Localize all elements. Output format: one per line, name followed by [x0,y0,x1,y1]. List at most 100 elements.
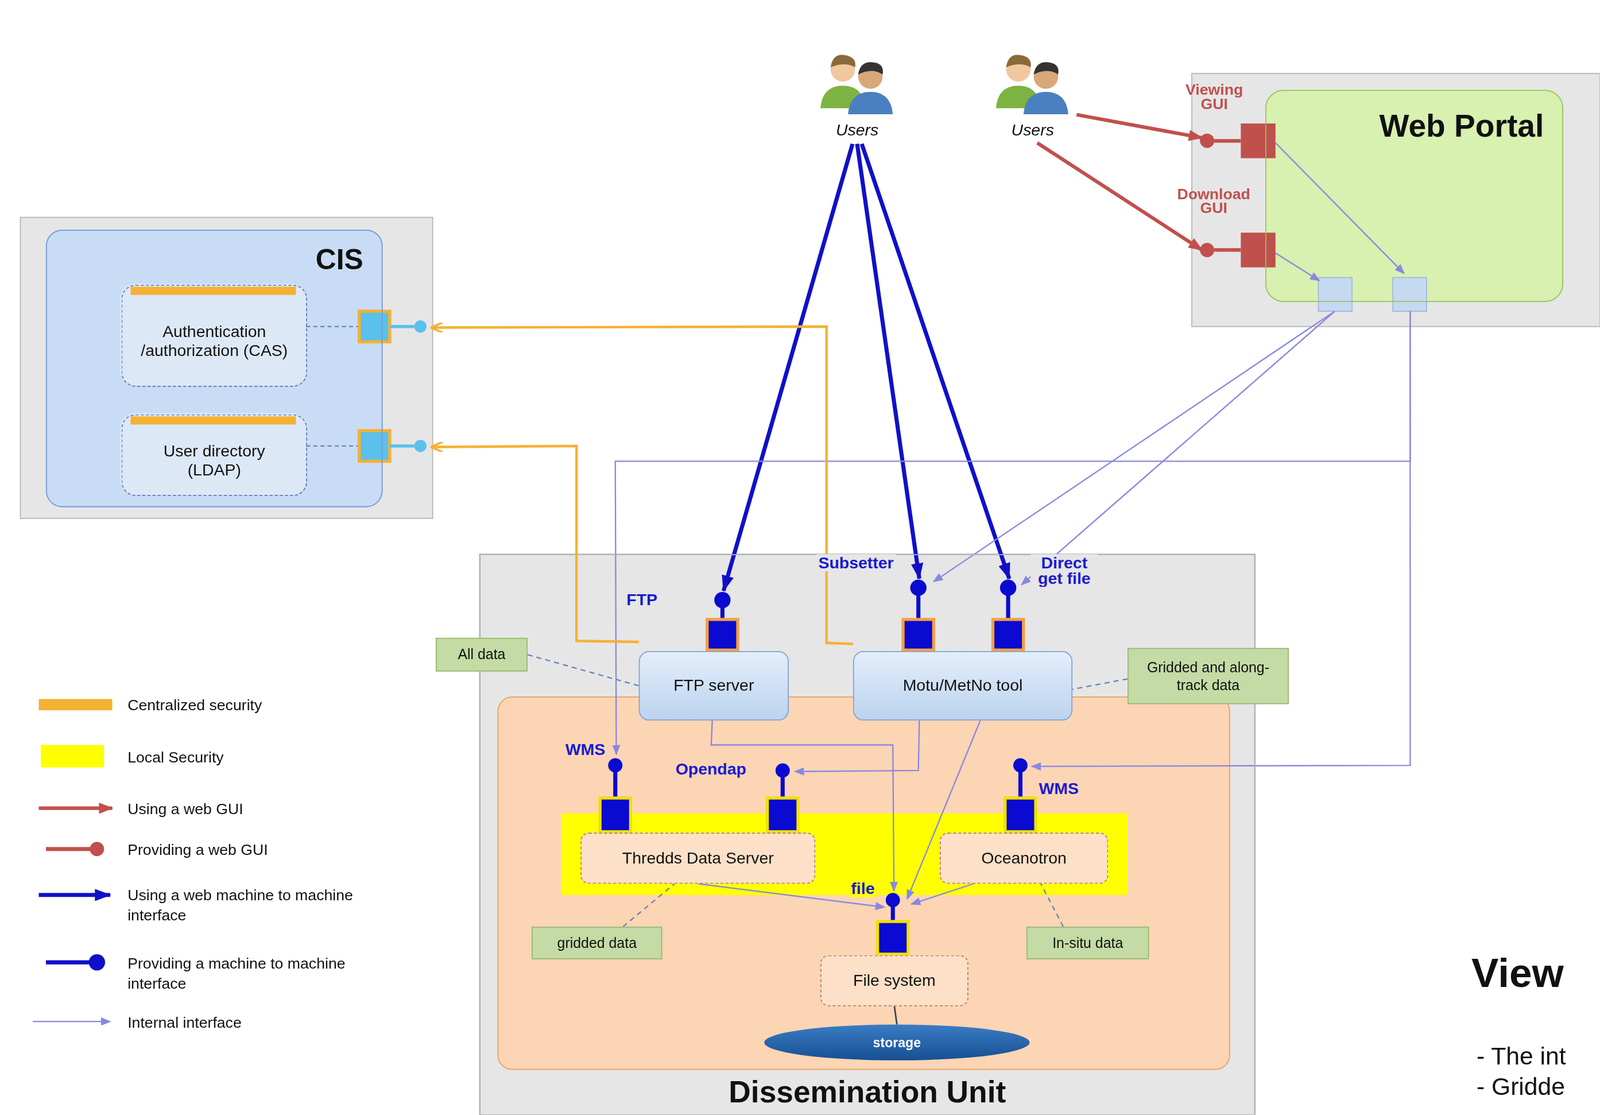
box-label: In-situ data [1052,934,1123,952]
note-box: In-situ data [1026,926,1149,960]
users-icon [847,91,893,115]
cis-port [305,311,427,461]
dissemination-panel [497,696,1230,1070]
box-title: Users [811,119,904,140]
users-icon [996,55,1069,115]
machine-port [599,579,1036,955]
cis-panel [120,413,306,495]
machine-port [707,619,738,650]
interface-label: Direct get file [1030,554,1098,588]
cis-panel [45,229,383,507]
web-portal-panel [1199,133,1215,149]
machine-port [1005,797,1036,832]
connector [933,311,1335,582]
connector [911,883,974,905]
connector [795,720,920,772]
legend-text: Using a web machine to machine interface [127,884,395,925]
legend-sample [32,1020,111,1022]
machine-port [890,905,896,923]
box-title: CIS [315,242,364,278]
box-title: Web Portal [1378,107,1544,146]
interface-label: WMS [1036,779,1082,798]
slide-text: View [1469,948,1566,997]
leader-line [622,883,675,927]
box-label: Oceanotron [981,848,1067,869]
web-portal-panel [1240,232,1276,267]
user-group: Users [986,56,1079,141]
connector [431,326,854,645]
machine-port [1013,758,1028,773]
slide-text: - Gridde [1474,1071,1567,1102]
server-box: Oceanotron [939,832,1109,884]
box-label: Authentication /authorization (CAS) [140,321,289,361]
users-icon [1023,91,1069,115]
connector [723,144,853,592]
users-icon [1033,62,1059,75]
machine-port [992,619,1024,650]
machine-port [1018,770,1023,800]
web-portal-panel [1191,73,1600,327]
user-group: Users [811,56,904,141]
connector [861,144,1010,579]
web-portal-panel [1392,277,1427,312]
cis-panel [130,416,297,425]
dissemination-panel [479,554,1255,1115]
note-box: Gridded and along-track data [1127,648,1289,705]
web-portal-panel [1275,142,1405,274]
cis-port [389,324,415,328]
connector [431,446,639,642]
dissemination-panel [479,554,1255,1115]
box-label: All data [457,645,506,664]
box-label: User directory (LDAP) [142,440,286,480]
box-title: Dissemination Unit [480,1073,1254,1111]
web-portal-panel [1265,89,1564,302]
server-box: FTP server [638,651,789,721]
system-panel: Web Portal [1265,89,1564,302]
leader-line [527,654,639,686]
machine-port [1000,579,1017,596]
interface-label: WMS [563,740,608,759]
leader-line [1040,883,1064,927]
legend-sample [89,841,104,856]
connector [894,1006,897,1025]
legend-text: Using a web GUI [127,799,395,820]
legend-text: Local Security [127,746,395,767]
machine-port [877,921,909,955]
legend-sample [45,960,95,965]
web-portal-panel [1318,277,1352,312]
legend-text: Providing a machine to machine interface [127,952,395,993]
cis-port [359,430,390,461]
legend-text: Internal interface [127,1012,395,1033]
interface-label: FTP [624,590,660,609]
users-icon [820,55,893,115]
legend-sample [88,954,106,971]
storage-cylinder: storage [764,1024,1030,1061]
note-box: gridded data [531,926,663,960]
legend-sample [45,846,95,851]
cis-panel [20,217,433,519]
legend-swatch [40,745,104,768]
cis-port [389,444,415,448]
users-icon [830,55,856,68]
legend-swatch [39,699,113,711]
machine-port [1006,593,1011,621]
cis-port [414,439,427,452]
box-label: FTP server [673,675,754,696]
slide-text: - The int [1474,1040,1568,1072]
cis-port [359,311,390,342]
connector [1021,311,1335,585]
machine-port [599,797,631,832]
box-label: Gridded and along-track data [1139,659,1277,694]
web-portal-panel [1191,73,1600,327]
gui-label: Download GUI [1163,185,1265,216]
server-box: Thredds Data Server [580,832,816,884]
service-box: Authentication /authorization (CAS) [121,284,308,387]
interface-label: Subsetter [816,554,896,572]
machine-port [903,619,934,650]
machine-port [607,758,623,773]
legend-text: Centralized security [127,694,395,715]
